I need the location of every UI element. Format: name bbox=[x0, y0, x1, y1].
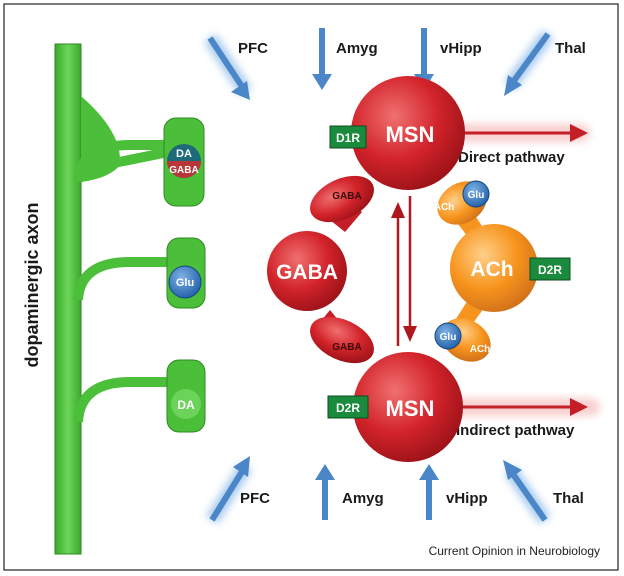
gaba-neuron-label: GABA bbox=[276, 261, 338, 284]
direct-pathway-label: Direct pathway bbox=[458, 149, 565, 166]
input-top-thal: Thal bbox=[555, 40, 586, 57]
msn-top: MSN bbox=[351, 76, 465, 190]
receptor-d1r: D1R bbox=[329, 125, 367, 149]
ach-upper-glu-label: Glu bbox=[468, 190, 485, 201]
arrow-thal-top bbox=[504, 29, 554, 96]
ach-upper-ach-label: ACh bbox=[434, 202, 455, 213]
receptor-d2r-msn-label: D2R bbox=[336, 401, 360, 415]
arrow-amyg-bottom bbox=[315, 464, 335, 520]
arrow-amyg-top bbox=[312, 28, 332, 90]
msn-top-label: MSN bbox=[386, 122, 435, 147]
ach-interneuron: ACh Glu ACh Glu ACh bbox=[434, 180, 538, 362]
terminal-da-label: DA bbox=[176, 148, 192, 160]
receptor-d2r-ach-label: D2R bbox=[538, 263, 562, 277]
input-bottom-amyg: Amyg bbox=[342, 490, 384, 507]
ach-neuron-label: ACh bbox=[470, 258, 513, 281]
ach-lower-glu-label: Glu bbox=[440, 332, 457, 343]
axon-terminal-glu: Glu bbox=[166, 237, 206, 309]
terminal-gaba-label: GABA bbox=[169, 165, 198, 176]
dopaminergic-axon bbox=[54, 43, 170, 555]
arrow-vhipp-bottom bbox=[419, 464, 439, 520]
indirect-pathway-arrow bbox=[440, 398, 600, 416]
arrow-thal-bottom bbox=[503, 460, 551, 525]
input-top-vhipp: vHipp bbox=[440, 40, 482, 57]
terminal-da-label-2: DA bbox=[177, 398, 195, 412]
input-bottom-thal: Thal bbox=[553, 490, 584, 507]
terminal-glu-label: Glu bbox=[176, 277, 194, 289]
input-top-amyg: Amyg bbox=[336, 40, 378, 57]
indirect-pathway-label: Indirect pathway bbox=[456, 422, 575, 439]
input-arrows-bottom bbox=[206, 456, 551, 525]
input-bottom-vhipp: vHipp bbox=[446, 490, 488, 507]
msn-bottom-label: MSN bbox=[386, 396, 435, 421]
input-top-pfc: PFC bbox=[238, 40, 268, 57]
gaba-lower-terminal-label: GABA bbox=[332, 342, 361, 353]
receptor-d2r-ach: D2R bbox=[529, 257, 571, 281]
ach-lower-ach-label: ACh bbox=[470, 344, 491, 355]
msn-bottom: MSN bbox=[353, 352, 463, 462]
axon-label: dopaminergic axon bbox=[22, 202, 42, 367]
axon-terminal-da: DA bbox=[166, 359, 206, 433]
gaba-upper-terminal-label: GABA bbox=[332, 191, 361, 202]
direct-pathway-arrow bbox=[440, 124, 590, 142]
arrow-pfc-bottom bbox=[206, 456, 252, 524]
axon-terminal-da-gaba: DA GABA bbox=[163, 117, 205, 207]
gaba-interneuron: GABA GABA GABA bbox=[267, 175, 374, 364]
credit-line: Current Opinion in Neurobiology bbox=[429, 544, 600, 558]
input-bottom-pfc: PFC bbox=[240, 490, 270, 507]
receptor-d2r-msn: D2R bbox=[327, 395, 369, 419]
msn-collateral-arrows bbox=[391, 196, 417, 346]
receptor-d1r-label: D1R bbox=[336, 131, 360, 145]
arrow-pfc-top bbox=[204, 34, 252, 100]
